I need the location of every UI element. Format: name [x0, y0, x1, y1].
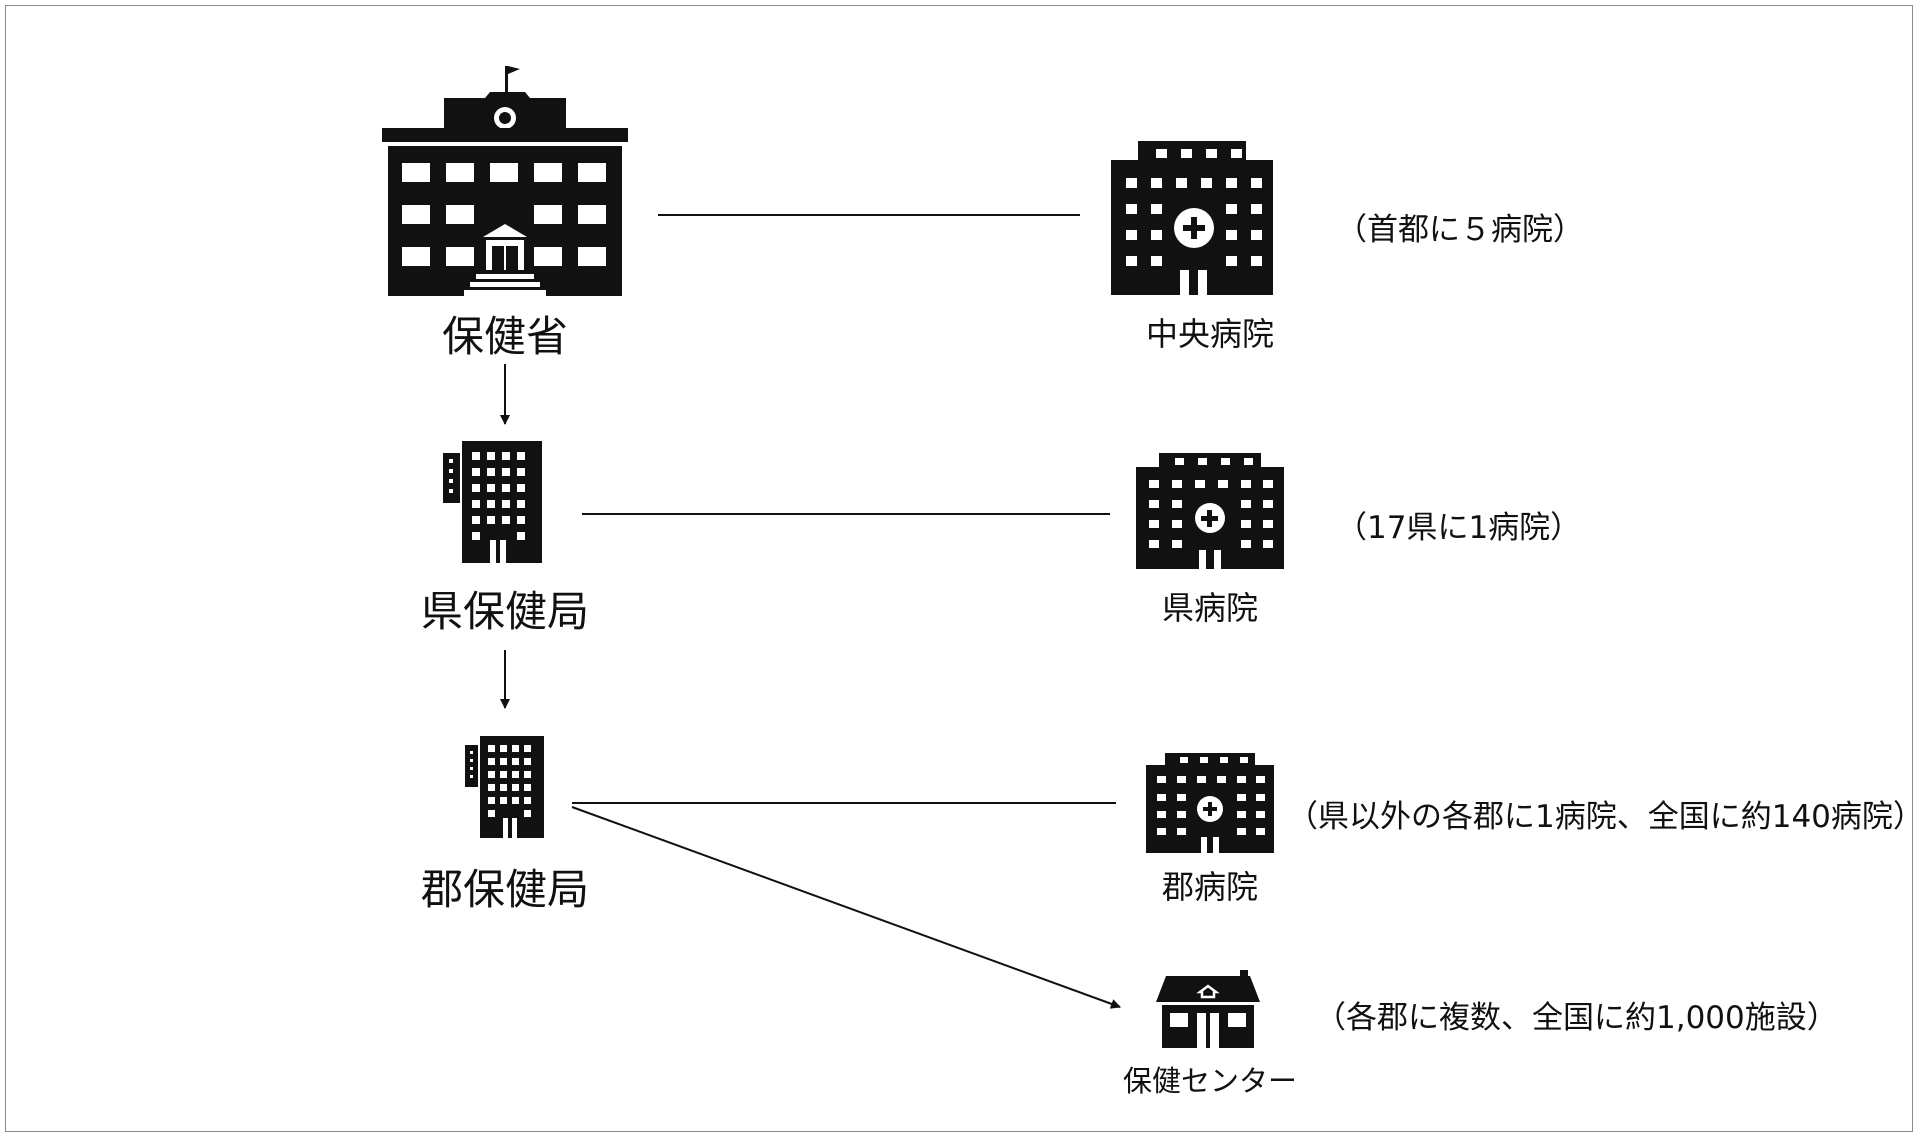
health-center-icon: [1152, 970, 1264, 1048]
central-hospital-label: 中央病院: [1145, 315, 1275, 353]
diagram-frame: [5, 5, 1913, 1132]
prefecture-hospital-note: （17県に1病院）: [1336, 510, 1582, 546]
district-hospital-label: 郡病院: [1161, 868, 1259, 906]
central-hospital-icon: [1111, 141, 1273, 295]
prefecture-hospital-label: 県病院: [1161, 589, 1259, 627]
district-hospital-note: （県以外の各郡に1病院、全国に約140病院）: [1287, 799, 1920, 835]
district-hospital-icon: [1146, 753, 1274, 853]
prefecture-office-label: 県保健局: [420, 587, 590, 636]
district-office-label: 郡保健局: [420, 865, 590, 914]
ministry-building-icon: [382, 66, 628, 296]
prefecture-office-icon: [443, 441, 542, 563]
ministry-label: 保健省: [441, 312, 569, 361]
health-center-label: 保健センター: [1122, 1064, 1298, 1098]
arrow-district-to-health-center: [571, 806, 1121, 1009]
health-center-note: （各郡に複数、全国に約1,000施設）: [1315, 1000, 1838, 1036]
central-hospital-note: （首都に５病院）: [1336, 212, 1584, 248]
prefecture-hospital-icon: [1136, 453, 1284, 569]
district-office-icon: [465, 736, 544, 838]
